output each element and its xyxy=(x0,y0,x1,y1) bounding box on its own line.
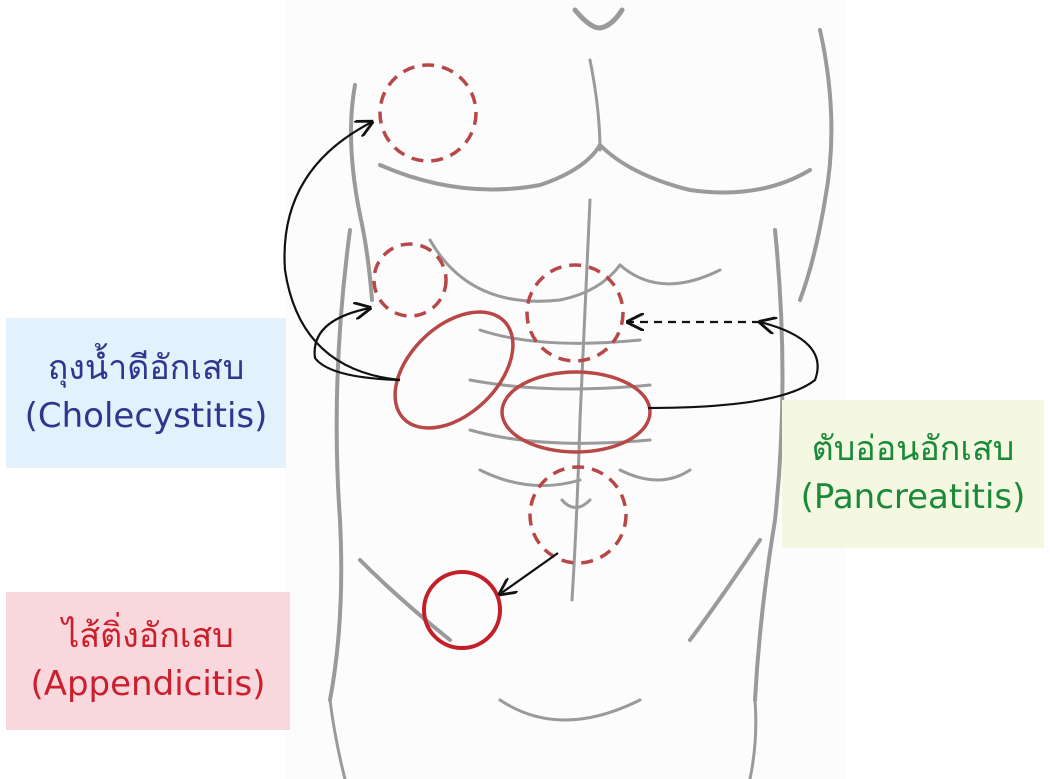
appendicitis-thai-text: ไส้ติ่งอักเสบ xyxy=(62,613,234,661)
appendicitis-label: ไส้ติ่งอักเสบ (Appendicitis) xyxy=(6,592,290,730)
pancreatitis-english-text: (Pancreatitis) xyxy=(801,474,1026,522)
pancreatitis-label: ตับอ่อนอักเสบ (Pancreatitis) xyxy=(782,400,1044,548)
cholecystitis-label: ถุงน้ำดีอักเสบ (Cholecystitis) xyxy=(6,318,286,468)
cholecystitis-thai-text: ถุงน้ำดีอักเสบ xyxy=(48,345,245,393)
appendicitis-english-text: (Appendicitis) xyxy=(30,661,265,709)
pancreatitis-thai-text: ตับอ่อนอักเสบ xyxy=(812,426,1015,474)
cholecystitis-english-text: (Cholecystitis) xyxy=(25,393,268,441)
